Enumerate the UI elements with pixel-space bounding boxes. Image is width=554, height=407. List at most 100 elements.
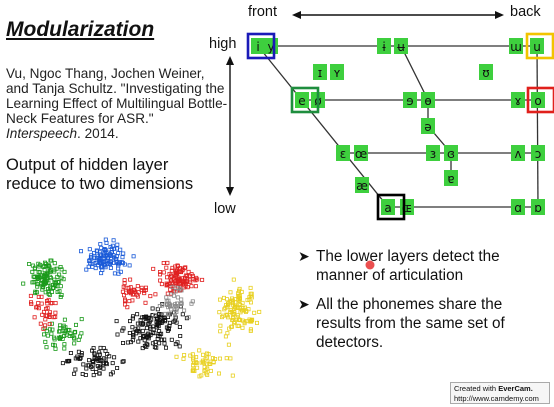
tsne-point [123, 297, 128, 302]
vowel-node-box [531, 199, 545, 215]
tsne-point [50, 289, 55, 294]
tsne-point [115, 242, 120, 247]
vowel-node-label: ɤ [514, 94, 521, 108]
camdemy-url: http://www.camdemy.com [454, 394, 539, 403]
tsne-point [66, 327, 71, 332]
tsne-point [162, 337, 167, 342]
tsne-point [230, 318, 235, 323]
tsne-point [131, 254, 136, 259]
tsne-point [219, 315, 224, 320]
vowel-node-label: œ [355, 147, 367, 161]
citation-year: . 2014. [77, 126, 119, 141]
tsne-point [134, 292, 139, 297]
tsne-point [68, 350, 73, 355]
tsne-point [49, 331, 54, 336]
tsne-point [105, 258, 110, 263]
tsne-point [97, 352, 102, 357]
vowel-node-box [426, 145, 440, 161]
tsne-point [164, 275, 169, 280]
tsne-point [80, 371, 85, 376]
tsne-point [53, 301, 58, 306]
tsne-point [68, 331, 73, 336]
tsne-point [246, 307, 251, 312]
tsne-point [148, 326, 153, 331]
tsne-point [149, 317, 154, 322]
vowel-node-box [381, 199, 395, 215]
tsne-point [151, 266, 156, 271]
tsne-point [58, 323, 63, 328]
vowel-node-box [313, 64, 327, 80]
tsne-point [59, 267, 64, 272]
tsne-point [165, 282, 170, 287]
vowel-node-box [251, 38, 265, 54]
tsne-point [217, 356, 222, 361]
vowel-node-box [479, 64, 493, 80]
tsne-point [98, 242, 103, 247]
tsne-point [197, 348, 202, 353]
axis-arrows [226, 11, 504, 196]
tsne-point [44, 264, 49, 269]
tsne-point [159, 282, 164, 287]
tsne-point [127, 289, 132, 294]
vowel-node-box [511, 199, 525, 215]
tsne-point [102, 247, 107, 252]
tsne-point [179, 297, 184, 302]
vowel-node-label: u [533, 40, 541, 54]
vowel-node-box [531, 92, 545, 108]
tsne-point [91, 373, 96, 378]
tsne-point [43, 339, 48, 344]
tsne-point [130, 314, 135, 319]
tsne-point [157, 270, 162, 275]
vowel-node-box [377, 38, 391, 54]
tsne-point [108, 372, 113, 377]
tsne-point [200, 277, 205, 282]
tsne-point [162, 341, 167, 346]
arrow-bullet-icon: ➤ [298, 248, 310, 264]
tsne-point [193, 360, 198, 365]
tsne-point [174, 306, 179, 311]
tsne-point [216, 371, 221, 376]
tsne-point [218, 329, 223, 334]
tsne-point [72, 371, 77, 376]
tsne-point [39, 294, 44, 299]
tsne-point [44, 306, 49, 311]
tsne-point [257, 309, 262, 314]
tsne-point [224, 312, 229, 317]
tsne-point [235, 323, 240, 328]
tsne-point [170, 284, 175, 289]
tsne-point [199, 373, 204, 378]
tsne-point [155, 321, 160, 326]
tsne-point [43, 317, 48, 322]
arrow-bullet-icon: ➤ [298, 296, 310, 312]
tsne-point [158, 320, 163, 325]
bullet-item: ➤ The lower layers detect the manner of … [298, 247, 548, 285]
tsne-point [34, 305, 39, 310]
tsne-point [57, 326, 62, 331]
tsne-point [150, 313, 155, 318]
tsne-point [95, 364, 100, 369]
tsne-point [223, 334, 228, 339]
tsne-point [178, 287, 183, 292]
tsne-point [180, 312, 185, 317]
tsne-point [85, 363, 90, 368]
vowel-node-label: e [298, 94, 305, 108]
tsne-point [105, 351, 110, 356]
tsne-point [122, 278, 127, 283]
vowel-node-label: ɜ [430, 147, 436, 161]
tsne-point [49, 321, 54, 326]
tsne-point [104, 240, 109, 245]
tsne-point [240, 300, 245, 305]
tsne-point [58, 265, 63, 270]
tsne-point [248, 327, 253, 332]
vowel-node-label: ʏ [333, 66, 340, 80]
tsne-point [54, 266, 59, 271]
tsne-point [93, 260, 98, 265]
tsne-point [161, 261, 166, 266]
vowel-edge [400, 45, 429, 101]
tsne-point [35, 284, 40, 289]
tsne-point [120, 359, 125, 364]
tsne-point [135, 284, 140, 289]
tsne-point [164, 283, 169, 288]
axis-label-back: back [510, 4, 541, 20]
